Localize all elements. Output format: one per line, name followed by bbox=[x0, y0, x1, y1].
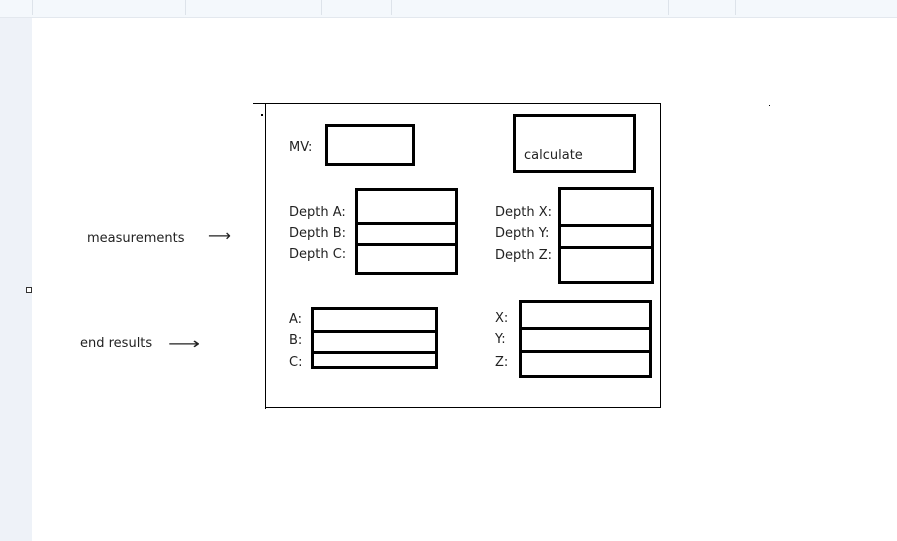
result-xyz-outputs bbox=[519, 300, 652, 378]
result-a-label: A: bbox=[289, 312, 303, 327]
toolbar-divider bbox=[32, 0, 33, 15]
left-gutter bbox=[0, 18, 32, 541]
result-abc-outputs bbox=[311, 307, 438, 369]
depth-c-label: Depth C: bbox=[289, 247, 347, 262]
arrow-icon: ⟶ bbox=[208, 226, 231, 245]
mv-label: MV: bbox=[289, 140, 313, 155]
resize-handle[interactable] bbox=[26, 287, 32, 293]
toolbar-divider bbox=[391, 0, 392, 15]
toolbar-divider bbox=[185, 0, 186, 15]
result-x-label: X: bbox=[495, 311, 509, 326]
depth-abc-inputs[interactable] bbox=[355, 188, 458, 275]
depth-b-label: Depth B: bbox=[289, 226, 347, 241]
result-y-label: Y: bbox=[495, 332, 506, 347]
calculate-label: calculate bbox=[524, 148, 583, 163]
depth-y-label: Depth Y: bbox=[495, 226, 550, 241]
result-c-label: C: bbox=[289, 355, 303, 370]
result-b-label: B: bbox=[289, 333, 303, 348]
depth-z-label: Depth Z: bbox=[495, 248, 553, 263]
result-z-label: Z: bbox=[495, 355, 509, 370]
toolbar-divider bbox=[321, 0, 322, 15]
depth-xyz-inputs[interactable] bbox=[558, 187, 654, 284]
depth-x-label: Depth X: bbox=[495, 205, 553, 220]
toolbar bbox=[0, 0, 897, 18]
end-results-annotation: end results bbox=[80, 336, 153, 351]
calculate-button[interactable]: calculate bbox=[513, 114, 636, 173]
toolbar-divider bbox=[668, 0, 669, 15]
arrow-icon: ⟶ bbox=[168, 334, 201, 353]
measurements-annotation: measurements bbox=[87, 231, 185, 246]
toolbar-divider bbox=[735, 0, 736, 15]
depth-a-label: Depth A: bbox=[289, 205, 346, 220]
mv-input[interactable] bbox=[325, 124, 415, 166]
